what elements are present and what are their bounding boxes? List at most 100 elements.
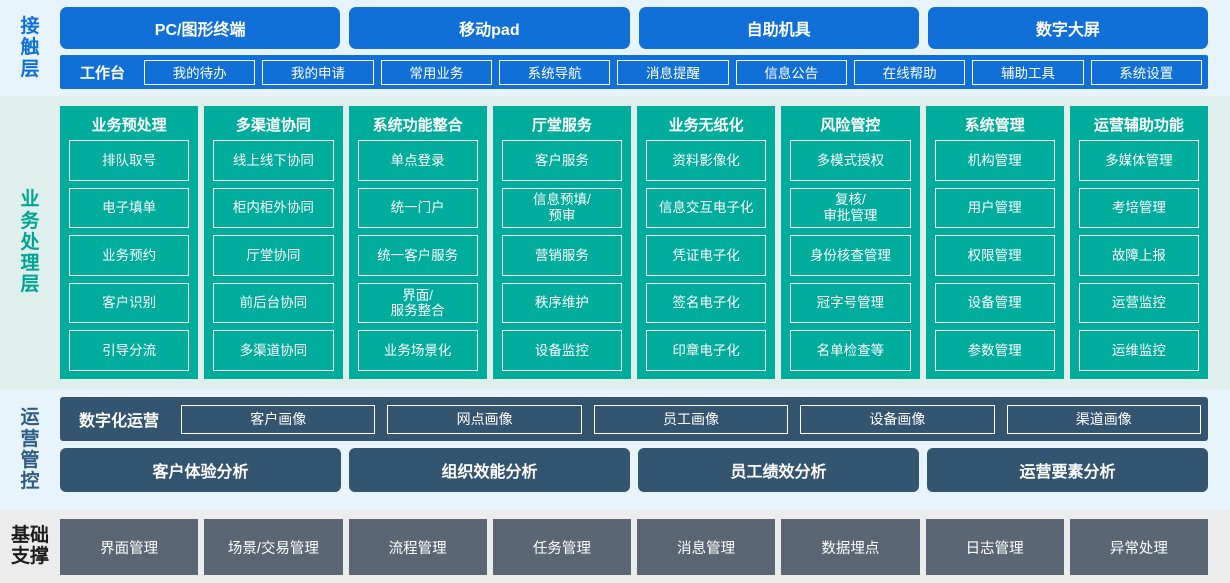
workbench-item[interactable]: 辅助工具 [972, 59, 1084, 85]
layer-label-business: 业务处理层 [0, 96, 60, 389]
layer-label-business-text: 业务处理层 [20, 189, 39, 295]
layer-label-char: 运 [20, 407, 40, 429]
business-item[interactable]: 统一门户 [357, 187, 478, 229]
business-column: 业务预处理排队取号电子填单业务预约客户识别引导分流 [60, 106, 199, 379]
business-item-list: 资料影像化信息交互电子化凭证电子化签名电子化印章电子化 [646, 140, 767, 371]
workbench-item[interactable]: 消息提醒 [617, 59, 729, 85]
business-item[interactable]: 单点登录 [357, 140, 478, 181]
layer-label-char: 础 [30, 525, 50, 547]
foundation-item[interactable]: 界面管理 [60, 519, 199, 575]
business-column-title: 运营辅助功能 [1093, 117, 1184, 134]
business-item[interactable]: 设备管理 [934, 282, 1055, 324]
business-item[interactable]: 引导分流 [69, 330, 190, 371]
foundation-item[interactable]: 任务管理 [492, 519, 631, 575]
foundation-item[interactable]: 消息管理 [637, 519, 776, 575]
portrait-item[interactable]: 设备画像 [800, 404, 995, 434]
layer-label-char: 接 [20, 16, 40, 38]
business-item[interactable]: 前后台协同 [213, 282, 334, 324]
business-item[interactable]: 统一客户服务 [357, 235, 478, 276]
workbench-item[interactable]: 我的待办 [144, 59, 256, 85]
business-item[interactable]: 运营监控 [1078, 282, 1199, 324]
business-item[interactable]: 考培管理 [1078, 187, 1199, 229]
business-item[interactable]: 凭证电子化 [646, 235, 767, 276]
business-item-list: 单点登录统一门户统一客户服务界面/服务整合业务场景化 [357, 140, 478, 371]
analysis-item[interactable]: 客户体验分析 [60, 448, 341, 492]
business-item[interactable]: 机构管理 [934, 140, 1055, 181]
business-item-list: 线上线下协同柜内柜外协同厅堂协同前后台协同多渠道协同 [213, 140, 334, 371]
portrait-item[interactable]: 网点画像 [387, 404, 582, 434]
business-item[interactable]: 签名电子化 [646, 282, 767, 324]
business-item[interactable]: 参数管理 [934, 330, 1055, 371]
business-item[interactable]: 印章电子化 [646, 330, 767, 371]
business-item[interactable]: 用户管理 [934, 187, 1055, 229]
foundation-item[interactable]: 流程管理 [348, 519, 487, 575]
digital-operations-row: 数字化运营 客户画像网点画像员工画像设备画像渠道画像 [60, 397, 1208, 441]
business-column: 厅堂服务客户服务信息预填/预审营销服务秩序维护设备监控 [492, 106, 631, 379]
business-item[interactable]: 业务场景化 [357, 330, 478, 371]
analysis-item[interactable]: 运营要素分析 [927, 448, 1208, 492]
business-item[interactable]: 营销服务 [501, 235, 622, 276]
workbench-title: 工作台 [80, 64, 126, 82]
layer-label-char: 基 [10, 525, 30, 547]
business-item[interactable]: 多媒体管理 [1078, 140, 1199, 181]
workbench-item[interactable]: 系统导航 [499, 59, 611, 85]
portrait-item[interactable]: 员工画像 [593, 404, 789, 434]
business-item[interactable]: 业务预约 [69, 235, 190, 276]
foundation-item[interactable]: 日志管理 [925, 519, 1064, 575]
business-item[interactable]: 线上线下协同 [213, 140, 334, 181]
workbench-item[interactable]: 我的申请 [262, 59, 374, 85]
business-column: 风险管控多模式授权复核/审批管理身份核查管理冠字号管理名单检查等 [781, 106, 920, 379]
channel-chip[interactable]: PC/图形终端 [60, 7, 341, 49]
business-item[interactable]: 多渠道协同 [213, 330, 334, 371]
business-item[interactable]: 秩序维护 [501, 282, 622, 324]
portrait-item[interactable]: 渠道画像 [1006, 404, 1201, 434]
business-item[interactable]: 信息交互电子化 [646, 187, 767, 229]
business-item[interactable]: 故障上报 [1078, 235, 1199, 276]
business-item[interactable]: 信息预填/预审 [501, 187, 622, 229]
business-item[interactable]: 权限管理 [934, 235, 1055, 276]
business-item[interactable]: 复核/审批管理 [790, 187, 911, 229]
workbench-item[interactable]: 系统设置 [1090, 59, 1202, 85]
business-item[interactable]: 资料影像化 [646, 140, 767, 181]
foundation-item[interactable]: 异常处理 [1069, 519, 1208, 575]
portrait-item[interactable]: 客户画像 [181, 404, 376, 434]
business-item[interactable]: 设备监控 [501, 330, 622, 371]
channel-chip[interactable]: 移动pad [349, 7, 630, 49]
workbench-item[interactable]: 信息公告 [735, 59, 847, 85]
layer-label-char: 理 [20, 253, 40, 275]
business-column-title: 多渠道协同 [235, 117, 311, 134]
business-item[interactable]: 冠字号管理 [790, 282, 911, 324]
business-item[interactable]: 运维监控 [1078, 330, 1199, 371]
layer-label-char: 营 [20, 428, 40, 450]
layer-label-char: 层 [20, 274, 40, 296]
business-item[interactable]: 客户服务 [501, 140, 622, 181]
layer-operations: 运营管控 数字化运营 客户画像网点画像员工画像设备画像渠道画像 客户体验分析组织… [0, 389, 1230, 511]
channel-chip[interactable]: 自助机具 [638, 7, 919, 49]
layer-label-char: 层 [20, 58, 40, 80]
business-column-title: 系统管理 [964, 117, 1025, 134]
analysis-row: 客户体验分析组织效能分析员工绩效分析运营要素分析 [60, 448, 1208, 492]
channel-chip[interactable]: 数字大屏 [927, 7, 1208, 49]
analysis-item[interactable]: 组织效能分析 [349, 448, 630, 492]
business-item[interactable]: 厅堂协同 [213, 235, 334, 276]
layer-label-foundation: 基础支撑 [0, 511, 60, 583]
business-item[interactable]: 界面/服务整合 [357, 282, 478, 324]
foundation-item[interactable]: 场景/交易管理 [204, 519, 343, 575]
business-column: 多渠道协同线上线下协同柜内柜外协同厅堂协同前后台协同多渠道协同 [204, 106, 343, 379]
business-item[interactable]: 客户识别 [69, 282, 190, 324]
business-item[interactable]: 多模式授权 [790, 140, 911, 181]
business-item[interactable]: 排队取号 [69, 140, 190, 181]
business-item[interactable]: 名单检查等 [790, 330, 911, 371]
business-item[interactable]: 身份核查管理 [790, 235, 911, 276]
analysis-item[interactable]: 员工绩效分析 [638, 448, 919, 492]
business-item-list: 多模式授权复核/审批管理身份核查管理冠字号管理名单检查等 [790, 140, 911, 371]
layer-label-char: 务 [20, 210, 40, 232]
workbench-item[interactable]: 在线帮助 [853, 59, 966, 85]
business-item[interactable]: 电子填单 [69, 187, 190, 229]
business-column-title: 厅堂服务 [531, 117, 592, 134]
business-item[interactable]: 柜内柜外协同 [213, 187, 334, 229]
workbench-item[interactable]: 常用业务 [380, 59, 492, 85]
business-column-title: 风险管控 [820, 117, 881, 134]
foundation-item[interactable]: 数据埋点 [781, 519, 920, 575]
